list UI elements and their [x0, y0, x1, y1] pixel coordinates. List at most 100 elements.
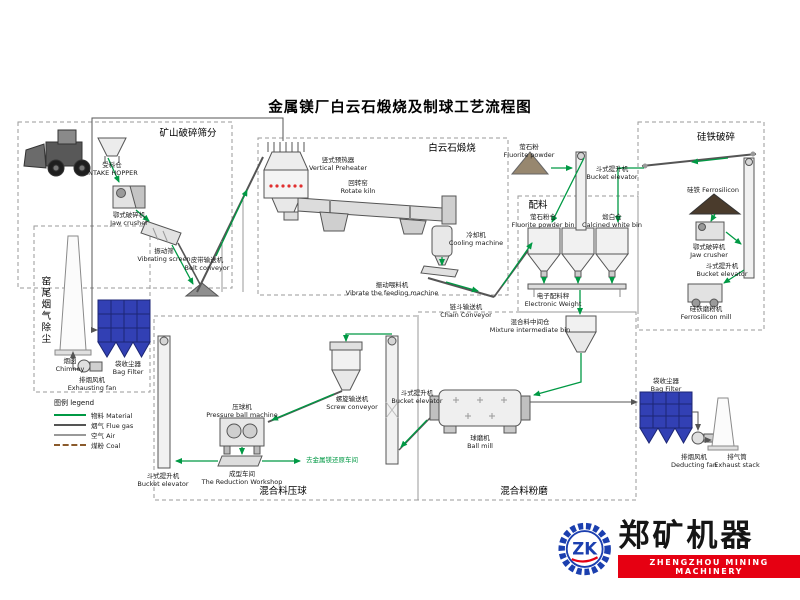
legend: 图例 legend 物料 Material 烟气 Flue gas 空气 Air…: [54, 398, 133, 450]
flue-gas-lines: [70, 117, 712, 443]
label-exhaust-fan-mill: 排烟风机 Deducting fan: [671, 453, 717, 470]
legend-label-coal: 煤粉 Coal: [91, 442, 121, 450]
section-label-calcination: 白云石煅烧: [428, 143, 476, 154]
ferro-jaw-crusher-unit: [695, 221, 725, 241]
wheel-loader: [23, 129, 91, 177]
material-flow-arrows: [107, 157, 745, 464]
belt-conveyor-line: [177, 242, 202, 287]
legend-line-coal: [54, 444, 86, 446]
label-rotary-kiln: 回转窑 Rotate kiln: [340, 179, 376, 196]
label-chain-conveyor: 链斗输送机 Chain Conveyor: [440, 303, 492, 320]
label-press-machine: 压球机 Pressure ball machine: [206, 403, 278, 420]
label-calcined-bin: 煅白仓 Calcined white bin: [582, 213, 642, 230]
section-label-pressing: 混合料压球: [259, 486, 307, 497]
intake-hopper-unit: [97, 137, 127, 163]
kiln-bag-filter-unit: [97, 299, 151, 359]
rotary-kiln-unit: [297, 195, 457, 235]
label-vibrating-screen: 振动筛 Vibrating screen: [137, 247, 191, 264]
company-logo: ZK 郑矿机器 ZHENGZHOU MINING MACHINERY: [558, 518, 800, 579]
batching-bins-unit: [526, 227, 630, 278]
box-pressing: [153, 315, 419, 501]
mixture-intermediate-bin-unit: [565, 315, 597, 353]
label-chimney: 烟囱 Chimney: [55, 357, 85, 374]
label-preheater: 竖式预热器 Vertical Preheater: [308, 156, 368, 173]
label-cooler: 冷却机 Cooling machine: [448, 231, 504, 248]
exhaust-stack-unit: [707, 397, 739, 451]
label-product-destination: 去金属镁还原车间: [306, 456, 358, 464]
legend-title: 图例 legend: [54, 399, 95, 407]
mixed-bin-unit: [329, 341, 363, 391]
label-vibrating-feeder: 振动喂料机 Vibrate the feeding machine: [345, 281, 439, 298]
jaw-crusher-unit: [112, 185, 146, 209]
ferrosilicon-pile-unit: [688, 193, 742, 215]
mill-bag-filter-unit: [639, 391, 693, 445]
label-mill-elevator: 斗式提升机 Bucket elevator: [391, 389, 443, 406]
stone-stockpile: [184, 282, 220, 297]
legend-label-flue-gas: 烟气 Flue gas: [91, 422, 134, 430]
legend-label-air: 空气 Air: [91, 432, 115, 440]
section-label-batching: 配料: [528, 200, 548, 211]
label-ferro-mill: 硅铁磨粉机 Ferrosilicon mill: [680, 305, 732, 322]
press-machine-unit: [217, 417, 265, 467]
label-electronic-scale: 电子配料秤 Electronic Weight: [524, 292, 582, 309]
label-jaw-crusher: 鄂式破碎机 Jaw crusher: [110, 211, 148, 228]
chain-conveyor-line: [427, 277, 495, 298]
label-bag-filter-mill: 袋收尘器 Bag Filter: [650, 377, 682, 394]
label-ferro-crusher: 鄂式破碎机 Jaw crusher: [690, 243, 728, 260]
label-fluorite-bin: 萤石粉仓 Fluorite powder bin: [511, 213, 575, 230]
label-exhaust-fan-kiln: 排烟风机 Exhausting fan: [67, 376, 117, 393]
weighing-conveyor-unit: [527, 283, 627, 297]
ferro-top-conveyor: [641, 151, 757, 169]
diagram-title: 金属镁厂白云石煅烧及制球工艺流程图: [268, 100, 532, 116]
label-bag-filter-kiln: 袋收尘器 Bag Filter: [112, 360, 144, 377]
ball-mill-unit: [429, 389, 531, 434]
legend-line-air: [54, 434, 86, 436]
vertical-preheater-unit: [263, 142, 309, 221]
label-belt-conveyor: 皮带输送机 Belt conveyor: [184, 256, 230, 273]
bucket-elevator-press-unit: [157, 335, 171, 469]
legend-label-material: 物料 Material: [91, 412, 133, 420]
legend-line-flue-gas: [54, 424, 86, 426]
kiln-exhaust-fan-unit: [77, 359, 103, 373]
vibrating-screen-unit: [140, 220, 182, 246]
mill-discharge-conveyor: [398, 417, 431, 451]
legend-item-flue-gas: 烟气 Flue gas: [54, 420, 133, 430]
fluorite-pile-unit: [510, 151, 550, 175]
box-grinding: [417, 311, 637, 501]
label-intake-hopper: 受料仓 INTAKE HOPPER: [86, 161, 138, 178]
logo-monogram: ZK: [572, 539, 598, 558]
incline-belt-conveyor: [196, 156, 264, 293]
label-ferro-elevator: 斗式提升机 Bucket elevator: [696, 262, 748, 279]
logo-text: 郑矿机器 ZHENGZHOU MINING MACHINERY: [618, 518, 800, 579]
box-mine-crushing: [17, 121, 233, 289]
company-subtitle: ZHENGZHOU MINING MACHINERY: [618, 555, 800, 579]
label-fluorite-elevator: 斗式提升机 Bucket elevator: [586, 165, 638, 182]
label-screw-conveyor: 螺旋输送机 Screw conveyor: [326, 395, 378, 412]
label-ball-mill: 球磨机 Ball mill: [467, 434, 493, 451]
box-calcination: [257, 137, 509, 296]
section-label-ferrosilicon: 硅铁破碎: [696, 132, 736, 143]
fluorite-bucket-elevator-unit: [575, 151, 587, 231]
ferro-bucket-elevator-unit: [743, 157, 755, 279]
kiln-chimney-unit: [54, 235, 92, 356]
mill-exhaust-fan-unit: [691, 431, 716, 445]
label-press-elevator: 斗式提升机 Bucket elevator: [137, 472, 189, 489]
vibrating-feeder-unit: [420, 265, 459, 278]
legend-item-coal: 煤粉 Coal: [54, 440, 133, 450]
label-press-workshop: 成型车间 The Reduction Workshop: [201, 470, 283, 487]
bucket-elevator-mill-unit: [385, 335, 399, 465]
legend-item-material: 物料 Material: [54, 410, 133, 420]
label-exhaust-stack: 排气筒 Exhaust stack: [714, 453, 760, 470]
zk-logo-icon: ZK: [558, 522, 611, 575]
section-label-dedusting: 窑尾烟气除尘: [39, 276, 51, 345]
ferro-mill-unit: [687, 283, 723, 308]
section-label-mine: 矿山破碎筛分: [159, 128, 217, 139]
label-ferro-pile: 硅铁 Ferrosilicon: [687, 186, 739, 194]
logo-red-swoosh: [571, 555, 599, 563]
legend-line-material: [54, 414, 86, 416]
company-name: 郑矿机器: [618, 518, 755, 554]
legend-item-air: 空气 Air: [54, 430, 133, 440]
section-label-grinding: 混合料粉磨: [500, 486, 548, 497]
